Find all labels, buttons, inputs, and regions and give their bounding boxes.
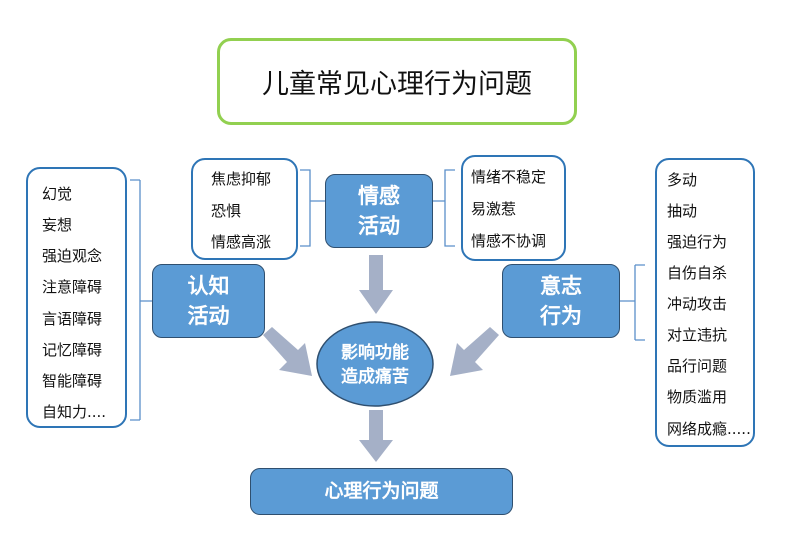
arrow-volition	[450, 327, 499, 376]
emotion-left-list: 焦虑抑郁 恐惧 情感高涨	[191, 158, 298, 260]
list-item: 自知力....	[42, 403, 107, 421]
list-item: 恐惧	[211, 202, 242, 220]
arrow-down-center	[359, 410, 393, 462]
emotion-right-list: 情绪不稳定 易激惹 情感不协调	[461, 155, 566, 261]
result-label: 心理行为问题	[324, 479, 439, 502]
result-node: 心理行为问题	[250, 468, 513, 515]
list-item: 言语障碍	[42, 310, 103, 328]
cognition-list: 幻觉 妄想 强迫观念 注意障碍 言语障碍 记忆障碍 智能障碍 自知力....	[26, 167, 127, 428]
diagram-title: 儿童常见心理行为问题	[217, 38, 577, 125]
center-node: 影响功能造成痛苦	[317, 340, 433, 390]
list-item: 易激惹	[471, 200, 517, 218]
arrow-cognition	[263, 327, 312, 376]
list-item: 注意障碍	[42, 278, 103, 296]
volition-list: 多动 抽动 强迫行为 自伤自杀 冲动攻击 对立违抗 品行问题 物质滥用 网络成瘾…	[655, 158, 755, 447]
list-item: 自伤自杀	[667, 264, 728, 282]
brackets	[130, 169, 645, 421]
list-item: 情绪不稳定	[471, 168, 547, 186]
list-item: 物质滥用	[667, 388, 728, 406]
emotion-label: 情感活动	[358, 183, 400, 238]
center-label: 影响功能造成痛苦	[340, 343, 409, 387]
bracket-volition	[620, 264, 645, 341]
list-item: 妄想	[42, 216, 73, 234]
list-item: 品行问题	[667, 357, 728, 375]
arrow-down-emotion	[359, 255, 393, 314]
arrows	[263, 255, 499, 462]
list-item: 网络成瘾.....	[667, 420, 751, 438]
cognition-label: 认知活动	[187, 273, 230, 328]
volition-label: 意志行为	[540, 273, 582, 328]
list-item: 强迫行为	[667, 233, 728, 251]
bracket-emotion-right	[433, 169, 455, 247]
cognition-node: 认知活动	[152, 264, 265, 338]
list-item: 智能障碍	[42, 372, 103, 390]
list-item: 多动	[667, 171, 698, 189]
list-item: 焦虑抑郁	[211, 170, 272, 188]
list-item: 幻觉	[42, 185, 73, 203]
list-item: 情感不协调	[471, 232, 547, 250]
volition-node: 意志行为	[502, 264, 620, 338]
center-ellipse	[316, 321, 434, 407]
list-item: 抽动	[667, 202, 698, 220]
emotion-node: 情感活动	[325, 174, 433, 248]
list-item: 对立违抗	[667, 326, 728, 344]
bracket-emotion-left	[300, 169, 325, 247]
bracket-cognition	[130, 179, 152, 421]
list-item: 冲动攻击	[667, 295, 728, 313]
list-item: 记忆障碍	[42, 341, 103, 359]
list-item: 情感高涨	[211, 233, 272, 251]
list-item: 强迫观念	[42, 247, 103, 265]
